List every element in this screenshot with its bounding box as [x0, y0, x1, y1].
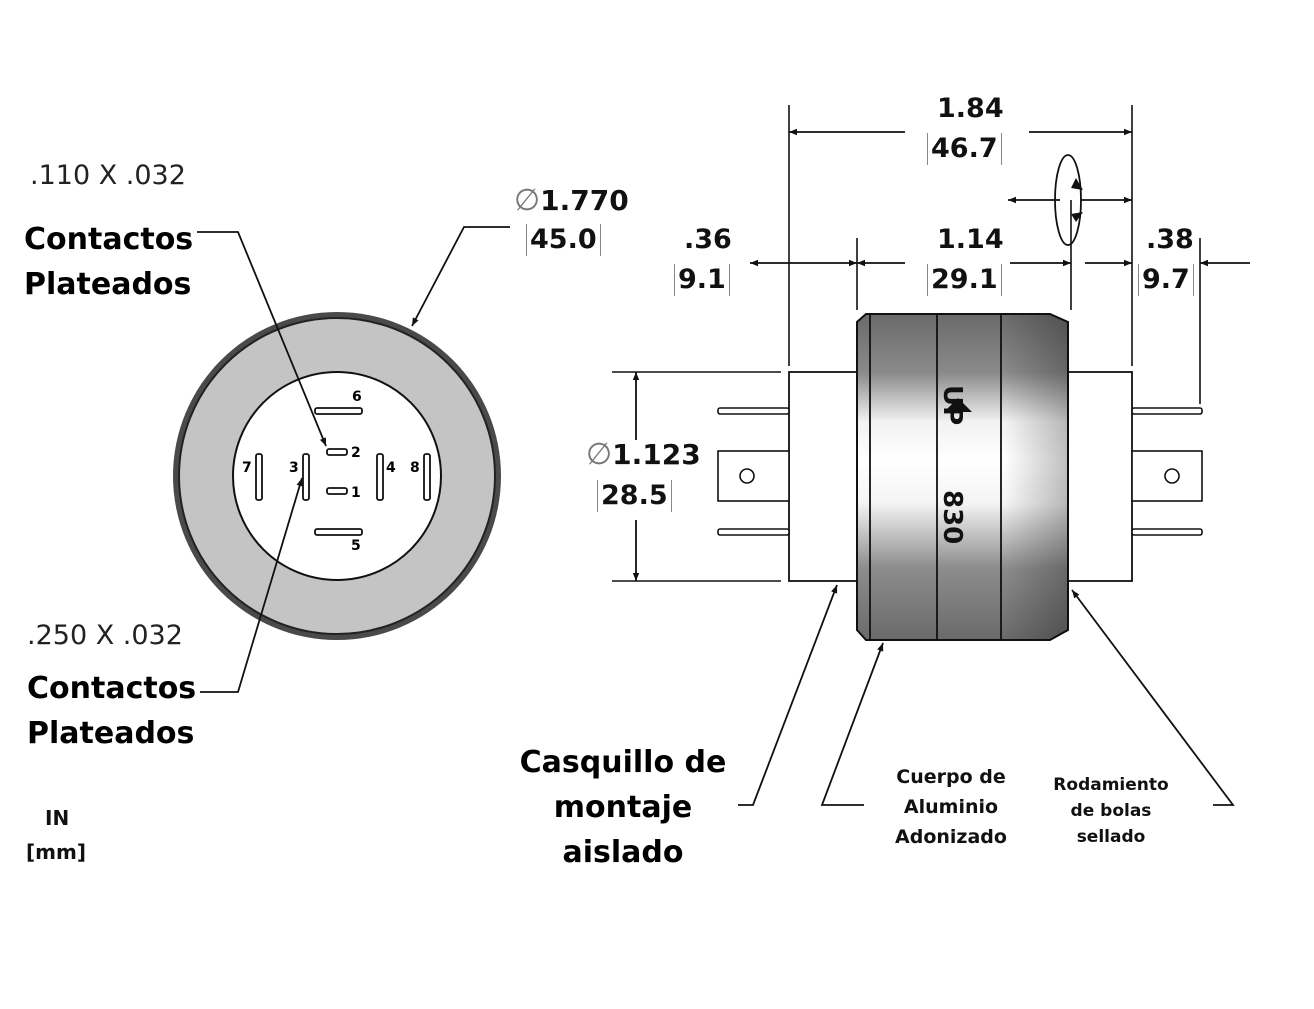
- ball-bearing-callout: Rodamiento de bolas sellado: [1053, 775, 1169, 847]
- right-terminal-top: [1131, 407, 1203, 415]
- leader-aluminum-body: [820, 642, 884, 806]
- small-contact-size: .110 X .032: [30, 160, 186, 191]
- leader-mounting-bushing: [738, 584, 838, 806]
- pin-label-5: 5: [351, 538, 361, 554]
- pin-label-4: 4: [386, 460, 396, 476]
- rotation-icon: [1054, 154, 1082, 246]
- units-primary: IN: [45, 806, 70, 830]
- overall-length-mm: 46.7: [927, 133, 1002, 165]
- large-contacts-label-line1: Contactos: [27, 671, 197, 706]
- left-terminal-hole: [739, 468, 755, 484]
- pin-label-1: 1: [351, 485, 361, 501]
- pin-label-7: 7: [242, 460, 252, 476]
- left-terminal-bottom: [717, 528, 790, 536]
- left-bushing-in: .36: [684, 224, 732, 255]
- pin-3-contact: [302, 453, 310, 501]
- pin-label-8: 8: [410, 460, 420, 476]
- large-contact-size: .250 X .032: [27, 620, 183, 651]
- small-contacts-label-line2: Plateados: [24, 267, 192, 302]
- side-view: UP 830: [612, 105, 1250, 806]
- leader-small-contacts: [197, 231, 327, 447]
- up-arrow-icon: [944, 398, 972, 412]
- aluminum-body-callout: Cuerpo de Aluminio Adonizado: [895, 766, 1007, 848]
- pin-label-2: 2: [351, 445, 361, 461]
- insulator-face: [232, 371, 442, 581]
- front-view: 6 2 1 5 7 3 4 8: [173, 226, 510, 693]
- right-bushing-in: .38: [1146, 224, 1194, 255]
- body-length-in: 1.14: [937, 224, 1004, 255]
- right-bushing: [1067, 371, 1133, 582]
- leader-outer-diameter: [411, 226, 510, 327]
- pin-7-contact: [255, 453, 263, 501]
- right-bushing-mm: 9.7: [1138, 264, 1194, 296]
- diameter-symbol-icon: ∅: [586, 437, 613, 472]
- small-contacts-label-line1: Contactos: [24, 222, 194, 257]
- outer-diameter-mm: 45.0: [526, 224, 601, 256]
- left-terminal-top: [717, 407, 790, 415]
- bushing-diameter-dim: ∅1.123: [586, 437, 701, 472]
- body-marking-model: 830: [937, 490, 967, 544]
- pin-label-6: 6: [352, 389, 362, 405]
- diameter-symbol-icon: ∅: [514, 183, 541, 218]
- pin-5-contact: [314, 528, 363, 536]
- overall-length-in: 1.84: [937, 93, 1004, 124]
- pin-label-3: 3: [289, 460, 299, 476]
- bushing-diameter-mm: 28.5: [597, 480, 672, 512]
- large-contacts-label-line2: Plateados: [27, 716, 195, 751]
- right-terminal-bottom: [1131, 528, 1203, 536]
- left-bushing: [788, 371, 860, 582]
- leader-ball-bearing: [1071, 589, 1235, 806]
- right-terminal-hole: [1164, 468, 1180, 484]
- units-secondary: [mm]: [26, 840, 86, 864]
- body-length-mm: 29.1: [927, 264, 1002, 296]
- pin-8-contact: [423, 453, 431, 501]
- pin-4-contact: [376, 453, 384, 501]
- mounting-bushing-callout: Casquillo de montaje aislado: [519, 745, 727, 870]
- pin-2-contact: [326, 448, 348, 456]
- left-bushing-mm: 9.1: [674, 264, 730, 296]
- leader-large-contacts: [200, 477, 303, 693]
- pin-6-contact: [314, 407, 363, 415]
- pin-1-contact: [326, 487, 348, 495]
- outer-diameter-dim: ∅1.770: [514, 183, 629, 218]
